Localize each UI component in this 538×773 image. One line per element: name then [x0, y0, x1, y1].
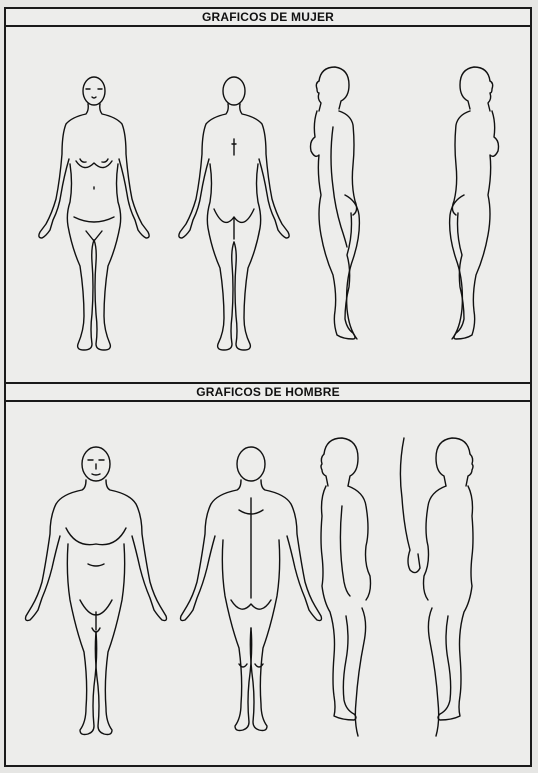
female-front-figure — [34, 69, 154, 359]
female-left-profile-figure — [418, 67, 518, 362]
female-figures-panel — [6, 27, 530, 380]
male-section-header: GRAFICOS DE HOMBRE — [6, 382, 530, 402]
female-back-figure — [174, 69, 294, 359]
male-right-profile-figure — [302, 438, 392, 753]
male-back-figure — [181, 440, 321, 750]
male-figures-panel — [6, 402, 530, 765]
male-left-profile-figure — [392, 438, 512, 753]
male-front-figure — [26, 440, 166, 750]
body-chart-frame: GRAFICOS DE MUJER — [4, 7, 532, 767]
female-section-header: GRAFICOS DE MUJER — [6, 9, 530, 27]
female-right-profile-figure — [291, 67, 391, 362]
